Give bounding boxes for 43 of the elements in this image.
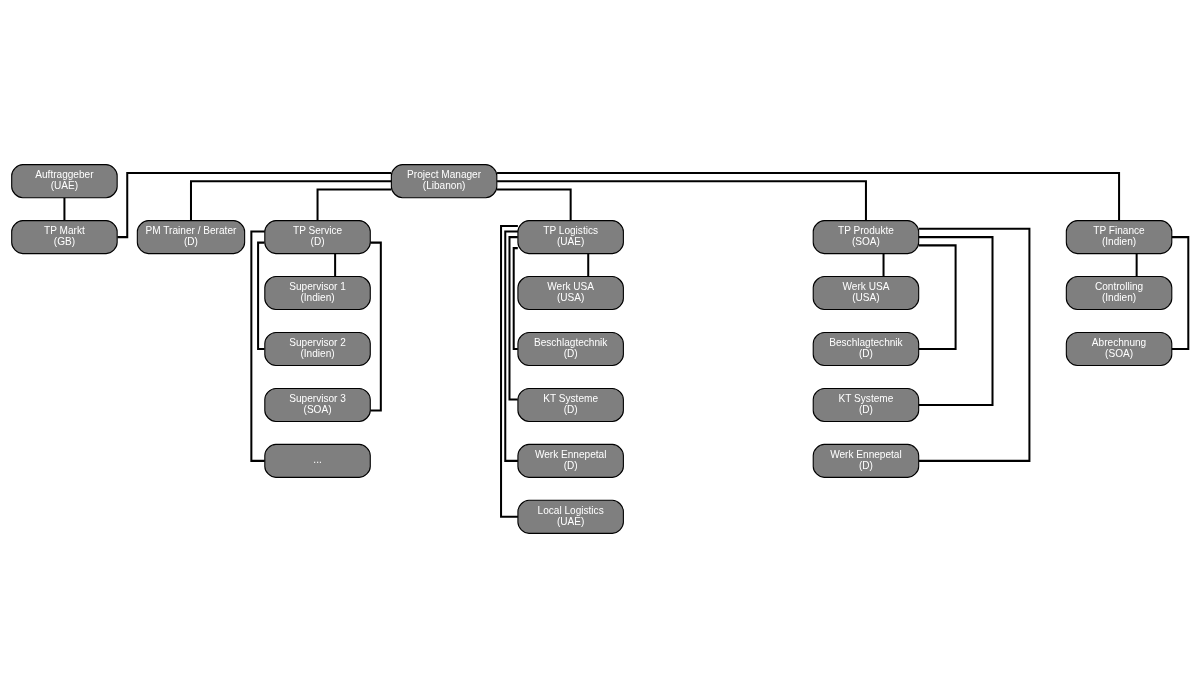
node-box: Beschlagtechnik (D) bbox=[517, 331, 624, 367]
connector bbox=[190, 180, 392, 221]
connector bbox=[918, 236, 994, 406]
node-box: Abrechnung (SOA) bbox=[1065, 331, 1173, 367]
connector bbox=[497, 180, 867, 221]
connector bbox=[1135, 253, 1138, 277]
node-box: Werk USA (USA) bbox=[517, 276, 624, 311]
node-box: TP Produkte (SOA) bbox=[812, 220, 920, 255]
node-box: Controlling (Indien) bbox=[1065, 276, 1173, 311]
connector bbox=[370, 241, 382, 412]
node-box: TP Service (D) bbox=[264, 220, 371, 255]
connector bbox=[334, 253, 337, 277]
connector bbox=[257, 241, 265, 350]
node-box: Local Logistics (UAE) bbox=[517, 499, 624, 534]
node-box: TP Finance (Indien) bbox=[1065, 220, 1173, 255]
node-box: Werk Ennepetal (D) bbox=[517, 443, 624, 478]
connector bbox=[63, 197, 66, 221]
connector bbox=[497, 188, 572, 221]
node-box: KT Systeme (D) bbox=[812, 387, 920, 422]
node-box: Werk Ennepetal (D) bbox=[812, 443, 920, 478]
connector bbox=[919, 227, 1031, 462]
node-box: Auftraggeber (UAE) bbox=[11, 164, 118, 199]
connector bbox=[512, 247, 518, 350]
connector bbox=[508, 236, 518, 401]
node-box: Supervisor 3 (SOA) bbox=[264, 387, 371, 422]
node-box: Project Manager (Libanon) bbox=[390, 164, 498, 199]
connector bbox=[882, 253, 885, 277]
node-box: Beschlagtechnik (D) bbox=[812, 331, 920, 367]
node-box: Supervisor 2 (Indien) bbox=[264, 331, 371, 367]
connector bbox=[250, 230, 265, 462]
connector bbox=[918, 244, 957, 350]
node-box: ... bbox=[264, 443, 371, 478]
connector bbox=[504, 230, 518, 462]
node-box: Supervisor 1 (Indien) bbox=[264, 276, 371, 311]
connector bbox=[316, 188, 392, 221]
node-box: TP Logistics (UAE) bbox=[517, 220, 624, 255]
connector bbox=[117, 171, 392, 239]
connector bbox=[497, 171, 1121, 221]
node-box: Werk USA (USA) bbox=[812, 276, 920, 311]
node-box: KT Systeme (D) bbox=[517, 387, 624, 422]
node-box: PM Trainer / Berater (D) bbox=[136, 220, 246, 255]
node-box: TP Markt (GB) bbox=[11, 220, 118, 255]
connector bbox=[587, 253, 590, 277]
